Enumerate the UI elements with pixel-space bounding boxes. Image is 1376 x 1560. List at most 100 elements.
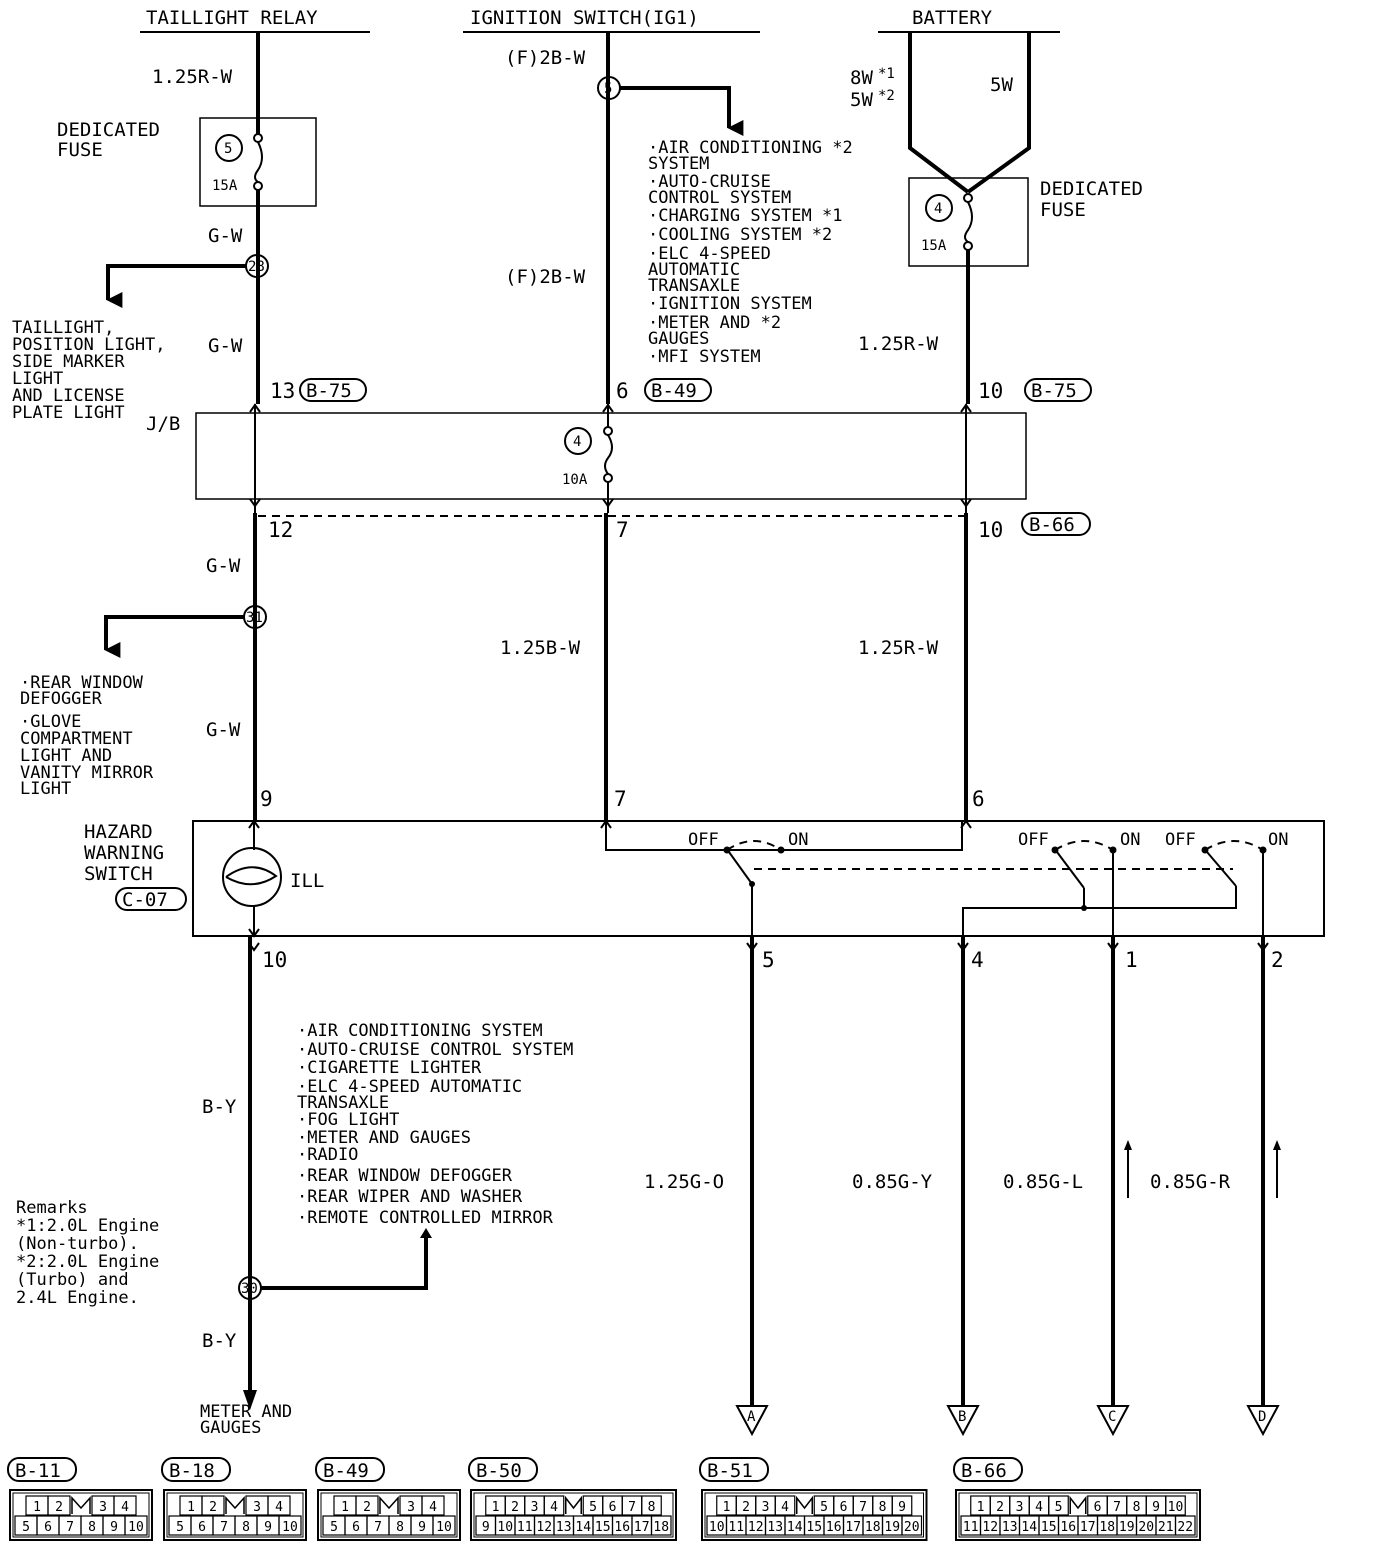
svg-text:SYSTEM: SYSTEM: [648, 154, 709, 174]
svg-text:G-W: G-W: [208, 335, 243, 357]
svg-text:SWITCH: SWITCH: [84, 863, 153, 885]
svg-text:B-66: B-66: [1029, 514, 1075, 536]
svg-text:B-49: B-49: [651, 380, 697, 402]
svg-text:1.25R-W: 1.25R-W: [858, 333, 939, 355]
svg-text:8W: 8W: [850, 67, 873, 89]
connector-pin-number: 1: [33, 1500, 41, 1515]
connector-pin-number: 6: [352, 1520, 360, 1535]
connector-pin-number: 1: [723, 1500, 731, 1515]
svg-text:G-W: G-W: [208, 225, 243, 247]
svg-text:G-W: G-W: [206, 719, 241, 741]
connector-pin-number: 9: [110, 1520, 118, 1535]
connector-pin-number: 14: [1021, 1520, 1037, 1535]
connector-pin-number: 4: [550, 1500, 558, 1515]
svg-text:TRANSAXLE: TRANSAXLE: [648, 276, 740, 296]
connector-pin-number: 8: [88, 1520, 96, 1535]
connector-b75-left: [299, 378, 367, 402]
connector-legend-name: B-18: [169, 1460, 215, 1482]
bulb-icon: [222, 847, 282, 907]
terminal-c: C: [1096, 1405, 1130, 1437]
svg-text:·REAR WIPER AND WASHER: ·REAR WIPER AND WASHER: [297, 1187, 523, 1207]
connector-pin-number: 9: [482, 1520, 490, 1535]
svg-text:GAUGES: GAUGES: [648, 329, 709, 349]
terminal-d: D: [1246, 1405, 1280, 1437]
connector-pin-number: 8: [1133, 1500, 1141, 1515]
connector-pin-number: 10: [436, 1520, 452, 1535]
connector-pin-number: 4: [1035, 1500, 1043, 1515]
connector-pin-number: 19: [1119, 1520, 1135, 1535]
connector-pin-number: 19: [884, 1520, 900, 1535]
svg-text:10: 10: [978, 379, 1003, 403]
svg-text:28: 28: [248, 259, 265, 275]
connector-pin-number: 18: [653, 1520, 669, 1535]
battery-label: BATTERY: [912, 7, 993, 29]
connector-pin-number: 16: [1060, 1520, 1076, 1535]
svg-text:HAZARD: HAZARD: [84, 821, 153, 843]
connector-pin-number: 8: [242, 1520, 250, 1535]
svg-text:A: A: [747, 1409, 756, 1425]
wire-label-125rw: 1.25R-W: [152, 66, 233, 88]
svg-text:·AIR CONDITIONING *2: ·AIR CONDITIONING *2: [648, 138, 853, 158]
svg-text:OFF: OFF: [1018, 830, 1049, 850]
connector-pin-number: 13: [556, 1520, 572, 1535]
svg-text:(Non-turbo).: (Non-turbo).: [16, 1234, 139, 1254]
svg-text:B-Y: B-Y: [202, 1096, 237, 1118]
connector-pin-number: 12: [982, 1520, 998, 1535]
svg-text:DEDICATED: DEDICATED: [1040, 178, 1143, 200]
svg-text:10: 10: [978, 518, 1003, 542]
connector-pin-number: 10: [128, 1520, 144, 1535]
ignition-destination-list: ·AIR CONDITIONING *2 SYSTEM ·AUTO-CRUISE…: [648, 138, 853, 367]
svg-text:ILL: ILL: [290, 870, 324, 892]
connector-pin-number: 10: [497, 1520, 513, 1535]
svg-text:1: 1: [1125, 948, 1138, 972]
terminal-b: B: [946, 1405, 980, 1437]
connector-pin-number: 17: [634, 1520, 650, 1535]
connector-legend-name: B-51: [707, 1460, 753, 1482]
connector-pin-number: 3: [407, 1500, 415, 1515]
connector-pin-number: 4: [121, 1500, 129, 1515]
connector-pin-number: 5: [330, 1520, 338, 1535]
connector-pin-number: 6: [840, 1500, 848, 1515]
source-labels: TAILLIGHT RELAY IGNITION SWITCH(IG1) BAT…: [140, 7, 1060, 33]
svg-text:GAUGES: GAUGES: [200, 1418, 261, 1438]
svg-text:LIGHT AND: LIGHT AND: [20, 746, 112, 766]
connector-pin-number: 6: [609, 1500, 617, 1515]
connector-pin-number: 10: [282, 1520, 298, 1535]
svg-text:Remarks: Remarks: [16, 1198, 88, 1218]
connector-pin-number: 4: [429, 1500, 437, 1515]
svg-text:ON: ON: [1268, 830, 1288, 850]
svg-text:·AIR CONDITIONING SYSTEM: ·AIR CONDITIONING SYSTEM: [297, 1021, 543, 1041]
terminal-a: A: [735, 1405, 769, 1437]
connector-pin-number: 5: [22, 1520, 30, 1535]
svg-text:·GLOVE: ·GLOVE: [20, 712, 81, 732]
connector-pin-number: 20: [904, 1520, 920, 1535]
connector-pin-number: 15: [806, 1520, 822, 1535]
connector-pin-number: 8: [648, 1500, 656, 1515]
svg-text:15A: 15A: [921, 238, 947, 254]
svg-text:·RADIO: ·RADIO: [297, 1145, 358, 1165]
connector-pin-number: 11: [963, 1520, 979, 1535]
svg-text:0.85G-R: 0.85G-R: [1150, 1171, 1231, 1193]
svg-text:·METER AND GAUGES: ·METER AND GAUGES: [297, 1128, 471, 1148]
svg-text:·CIGARETTE LIGHTER: ·CIGARETTE LIGHTER: [297, 1058, 482, 1078]
connector-pin-number: 18: [865, 1520, 881, 1535]
junction-block: 13 B-75 6 B-49 10 B-75 J/B 4 10A 12 7 10…: [146, 378, 1092, 542]
svg-text:(F)2B-W: (F)2B-W: [505, 266, 586, 288]
connector-pin-number: 15: [1041, 1520, 1057, 1535]
connector-pin-number: 3: [762, 1500, 770, 1515]
svg-text:·ELC 4-SPEED: ·ELC 4-SPEED: [648, 244, 771, 264]
svg-text:(Turbo) and: (Turbo) and: [16, 1270, 129, 1290]
connector-pin-number: 9: [898, 1500, 906, 1515]
svg-text:OFF: OFF: [688, 830, 719, 850]
connector-pin-number: 9: [418, 1520, 426, 1535]
connector-pin-number: 5: [820, 1500, 828, 1515]
connector-pin-number: 13: [767, 1520, 783, 1535]
svg-text:AND LICENSE: AND LICENSE: [12, 386, 125, 406]
connector-pin-number: 5: [1055, 1500, 1063, 1515]
illumination-destination-list: ·AIR CONDITIONING SYSTEM ·AUTO-CRUISE CO…: [297, 1021, 573, 1228]
